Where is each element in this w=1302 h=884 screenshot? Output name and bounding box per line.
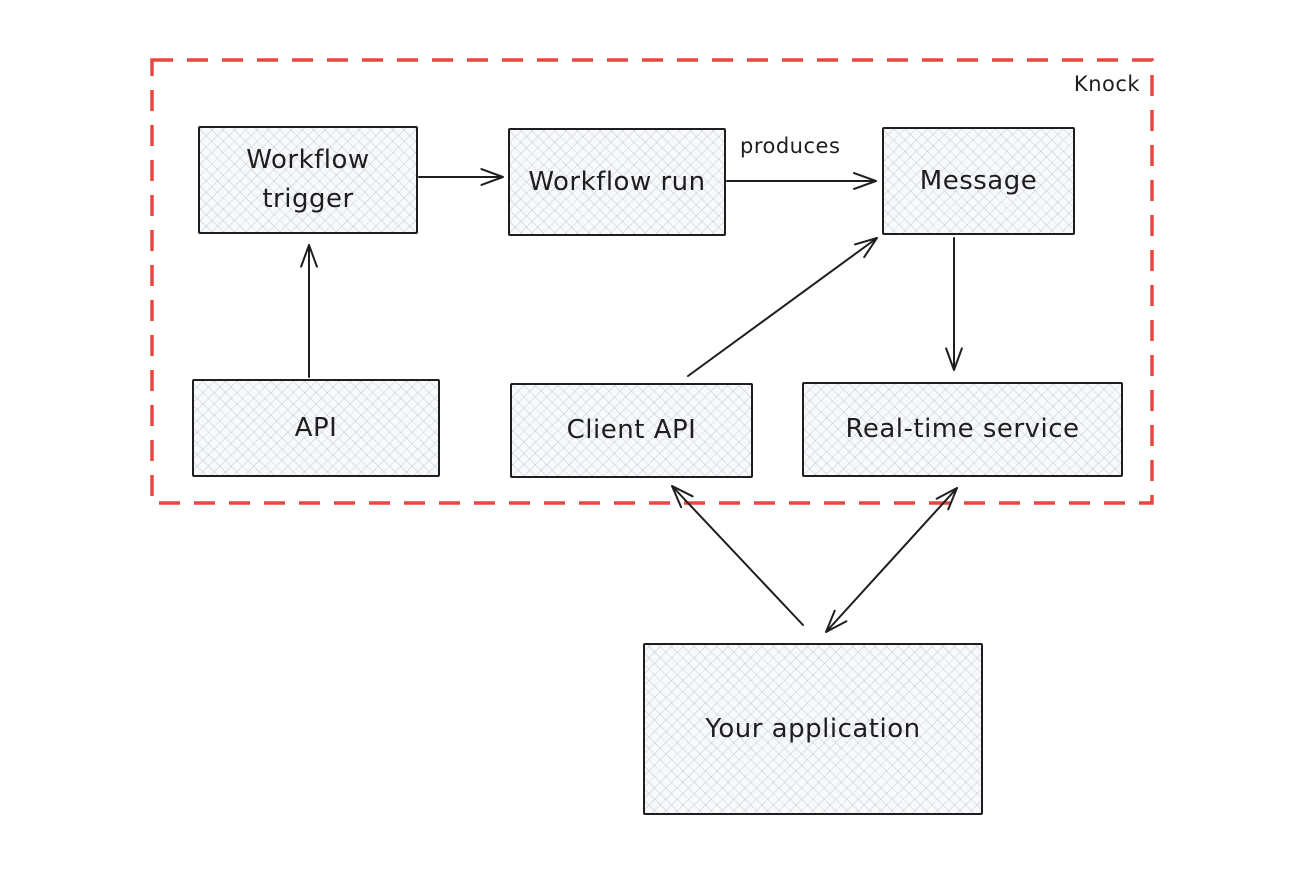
node-workflow-trigger-label: Workflow trigger [246,145,370,214]
node-workflow-run-label: Workflow run [528,166,706,197]
node-message: Message [882,127,1075,235]
node-api-label: API [294,412,338,443]
node-client-api: Client API [510,383,753,478]
edge-label-produces: produces [740,134,841,158]
node-realtime-service: Real-time service [802,382,1123,477]
node-api: API [192,379,440,477]
arrow-trigger-to-run [418,168,504,186]
node-client-api-label: Client API [566,415,697,445]
arrow-message-to-realtime [945,237,963,371]
arrow-api-to-trigger [300,244,318,378]
knock-boundary-label: Knock [1073,72,1141,96]
node-your-application-label: Your application [705,713,921,744]
node-your-application: Your application [643,643,983,815]
arrow-app-realtime-bidirectional [825,487,958,633]
node-message-label: Message [919,165,1038,196]
arrow-run-to-message [726,172,877,190]
node-realtime-service-label: Real-time service [845,414,1080,444]
arrow-clientapi-to-message [687,237,878,377]
node-workflow-trigger: Workflow trigger [198,126,418,234]
arrow-app-to-clientapi [671,485,804,626]
node-workflow-run: Workflow run [508,128,726,236]
